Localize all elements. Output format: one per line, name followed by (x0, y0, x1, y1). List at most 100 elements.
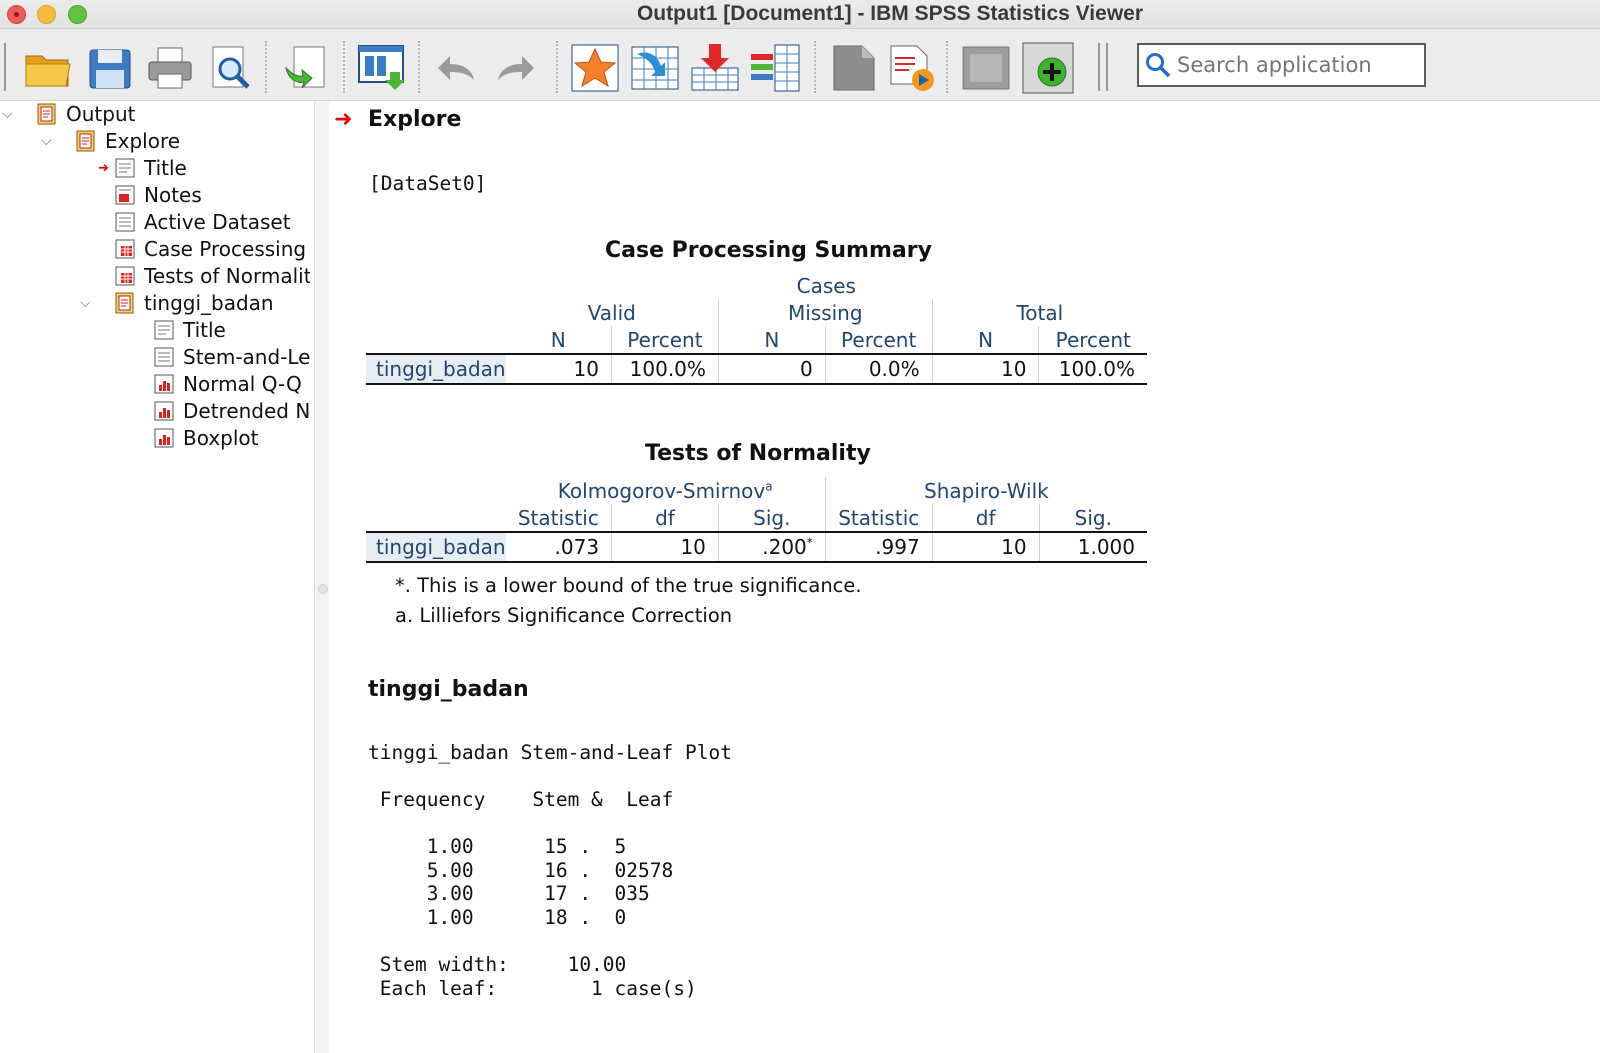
table-cell[interactable]: .997 (824, 532, 933, 563)
toolbar-grip (4, 43, 6, 91)
open-folder-icon[interactable] (22, 42, 74, 94)
current-item-arrow-icon: ➜ (334, 107, 353, 132)
search-input[interactable] (1177, 49, 1417, 81)
tree-node-var-title[interactable]: Title (0, 317, 310, 343)
toolbar-separator (814, 41, 816, 93)
export-icon[interactable] (280, 42, 332, 94)
window-title: Output1 [Document1] - IBM SPSS Statistic… (636, 2, 1144, 25)
tree-label: Detrended No (183, 399, 310, 423)
chevron-down-icon[interactable]: ⌵ (41, 133, 52, 149)
footnote-marker: * (806, 535, 813, 550)
run-script-icon[interactable] (885, 42, 937, 94)
tree-label: Normal Q-Q I (183, 372, 310, 396)
tree-node-explore[interactable]: ⌵ Explore (0, 128, 300, 154)
row-header: tinggi_badan (366, 354, 506, 385)
current-item-arrow-icon: ➜ (98, 161, 109, 176)
outline-pane: ⌵ Output ⌵ Explore ➜ Title Notes Active … (0, 101, 314, 1053)
table-cell[interactable]: 0.0% (824, 354, 933, 385)
splitter-handle[interactable] (318, 584, 328, 594)
chart-item-icon (154, 401, 174, 421)
stem-leaf-header: Frequency Stem & Leaf (368, 788, 674, 811)
table-cell[interactable]: 10 (931, 532, 1040, 563)
notes-item-icon (115, 185, 135, 205)
output-book-icon (76, 130, 95, 152)
column-group-header: Cases (796, 273, 856, 298)
goto-data-icon[interactable] (569, 42, 621, 94)
toolbar-separator (343, 41, 345, 93)
toolbar (0, 29, 1600, 101)
disabled-icon[interactable] (960, 42, 1012, 94)
close-window-button[interactable] (7, 5, 26, 24)
each-leaf: Each leaf: 1 case(s) (368, 977, 697, 1000)
zoom-window-button[interactable] (68, 5, 87, 24)
tree-node-tinggi-badan[interactable]: ⌵ tinggi_badan (0, 290, 310, 316)
column-header: Percent (1038, 326, 1147, 355)
tree-label: Title (144, 156, 187, 180)
column-header: df (611, 504, 719, 533)
recall-dialog-icon[interactable] (356, 42, 408, 94)
search-box[interactable] (1137, 43, 1426, 87)
chart-item-icon (154, 428, 174, 448)
pane-splitter[interactable] (314, 101, 330, 1053)
redo-icon[interactable] (490, 42, 542, 94)
table-cell[interactable]: 10 (931, 354, 1039, 385)
chevron-down-icon[interactable]: ⌵ (2, 106, 13, 122)
tree-node-active-dataset[interactable]: Active Dataset (0, 209, 310, 235)
text-item-icon (115, 212, 135, 232)
toolbar-separator (1098, 43, 1100, 91)
dataset-label: [DataSet0] (369, 172, 487, 195)
tree-node-stem-leaf[interactable]: Stem-and-Le (0, 344, 310, 370)
goto-case-icon[interactable] (629, 42, 681, 94)
table-item-icon (115, 239, 135, 259)
undo-icon[interactable] (430, 42, 482, 94)
minimize-window-button[interactable] (37, 5, 56, 24)
print-preview-icon[interactable] (204, 42, 256, 94)
tree-node-output[interactable]: ⌵ Output (0, 101, 300, 127)
table-row[interactable]: tinggi_badan 10 100.0% 0 0.0% 10 100.0% (366, 354, 1147, 385)
table-cell[interactable]: 100.0% (1038, 354, 1147, 385)
stem-width: Stem width: 10.00 (368, 953, 627, 976)
title-bar: Output1 [Document1] - IBM SPSS Statistic… (0, 0, 1600, 29)
table-cell[interactable]: 0 (717, 354, 826, 385)
table-item-icon (115, 266, 135, 286)
column-header: Statistic (505, 504, 612, 533)
tree-node-tests-normality[interactable]: Tests of Normality (0, 263, 310, 289)
print-icon[interactable] (144, 42, 196, 94)
row-header: tinggi_badan (366, 532, 506, 563)
document-icon[interactable] (828, 42, 880, 94)
variable-heading: tinggi_badan (368, 677, 529, 702)
tree-node-notes[interactable]: Notes (0, 182, 310, 208)
stem-leaf-row: 5.00 16 . 02578 (368, 859, 674, 882)
tree-label: Case Processing S (144, 237, 310, 261)
section-title: Explore (368, 107, 462, 132)
case-processing-table[interactable]: Cases Valid Missing Total N Percent N Pe… (366, 272, 1147, 385)
toolbar-separator (265, 41, 267, 93)
table-row[interactable]: tinggi_badan .073 10 .200* .997 10 1.000 (366, 532, 1147, 563)
column-header: Sig. (1038, 504, 1147, 533)
variables-icon[interactable] (749, 42, 801, 94)
column-header: Percent (824, 326, 933, 355)
normality-table[interactable]: Kolmogorov-Smirnova Shapiro-Wilk Statist… (366, 477, 1147, 563)
sig-value: .200 (762, 535, 807, 559)
tree-node-detrended[interactable]: Detrended No (0, 398, 310, 424)
chevron-down-icon[interactable]: ⌵ (80, 295, 91, 311)
tree-node-normal-qq[interactable]: Normal Q-Q I (0, 371, 310, 397)
column-group-header: Missing (717, 299, 933, 326)
table-cell[interactable]: 10 (611, 532, 719, 563)
tree-node-case-processing[interactable]: Case Processing S (0, 236, 310, 262)
table-cell[interactable]: .200* (717, 532, 826, 563)
tree-node-boxplot[interactable]: Boxplot (0, 425, 310, 451)
table-cell[interactable]: 1.000 (1038, 532, 1147, 563)
table-cell[interactable]: 100.0% (610, 354, 719, 385)
add-plus-icon[interactable] (1022, 42, 1074, 94)
save-icon[interactable] (84, 42, 136, 94)
tree-label: Explore (105, 129, 181, 153)
toolbar-separator (946, 41, 948, 93)
table-cell[interactable]: 10 (505, 354, 612, 385)
tree-node-title[interactable]: ➜ Title (0, 155, 310, 181)
toolbar-separator (556, 41, 558, 93)
insert-variable-icon[interactable] (689, 42, 741, 94)
table-cell[interactable]: .073 (505, 532, 612, 563)
column-header: Statistic (824, 504, 933, 533)
toolbar-separator (418, 41, 420, 93)
